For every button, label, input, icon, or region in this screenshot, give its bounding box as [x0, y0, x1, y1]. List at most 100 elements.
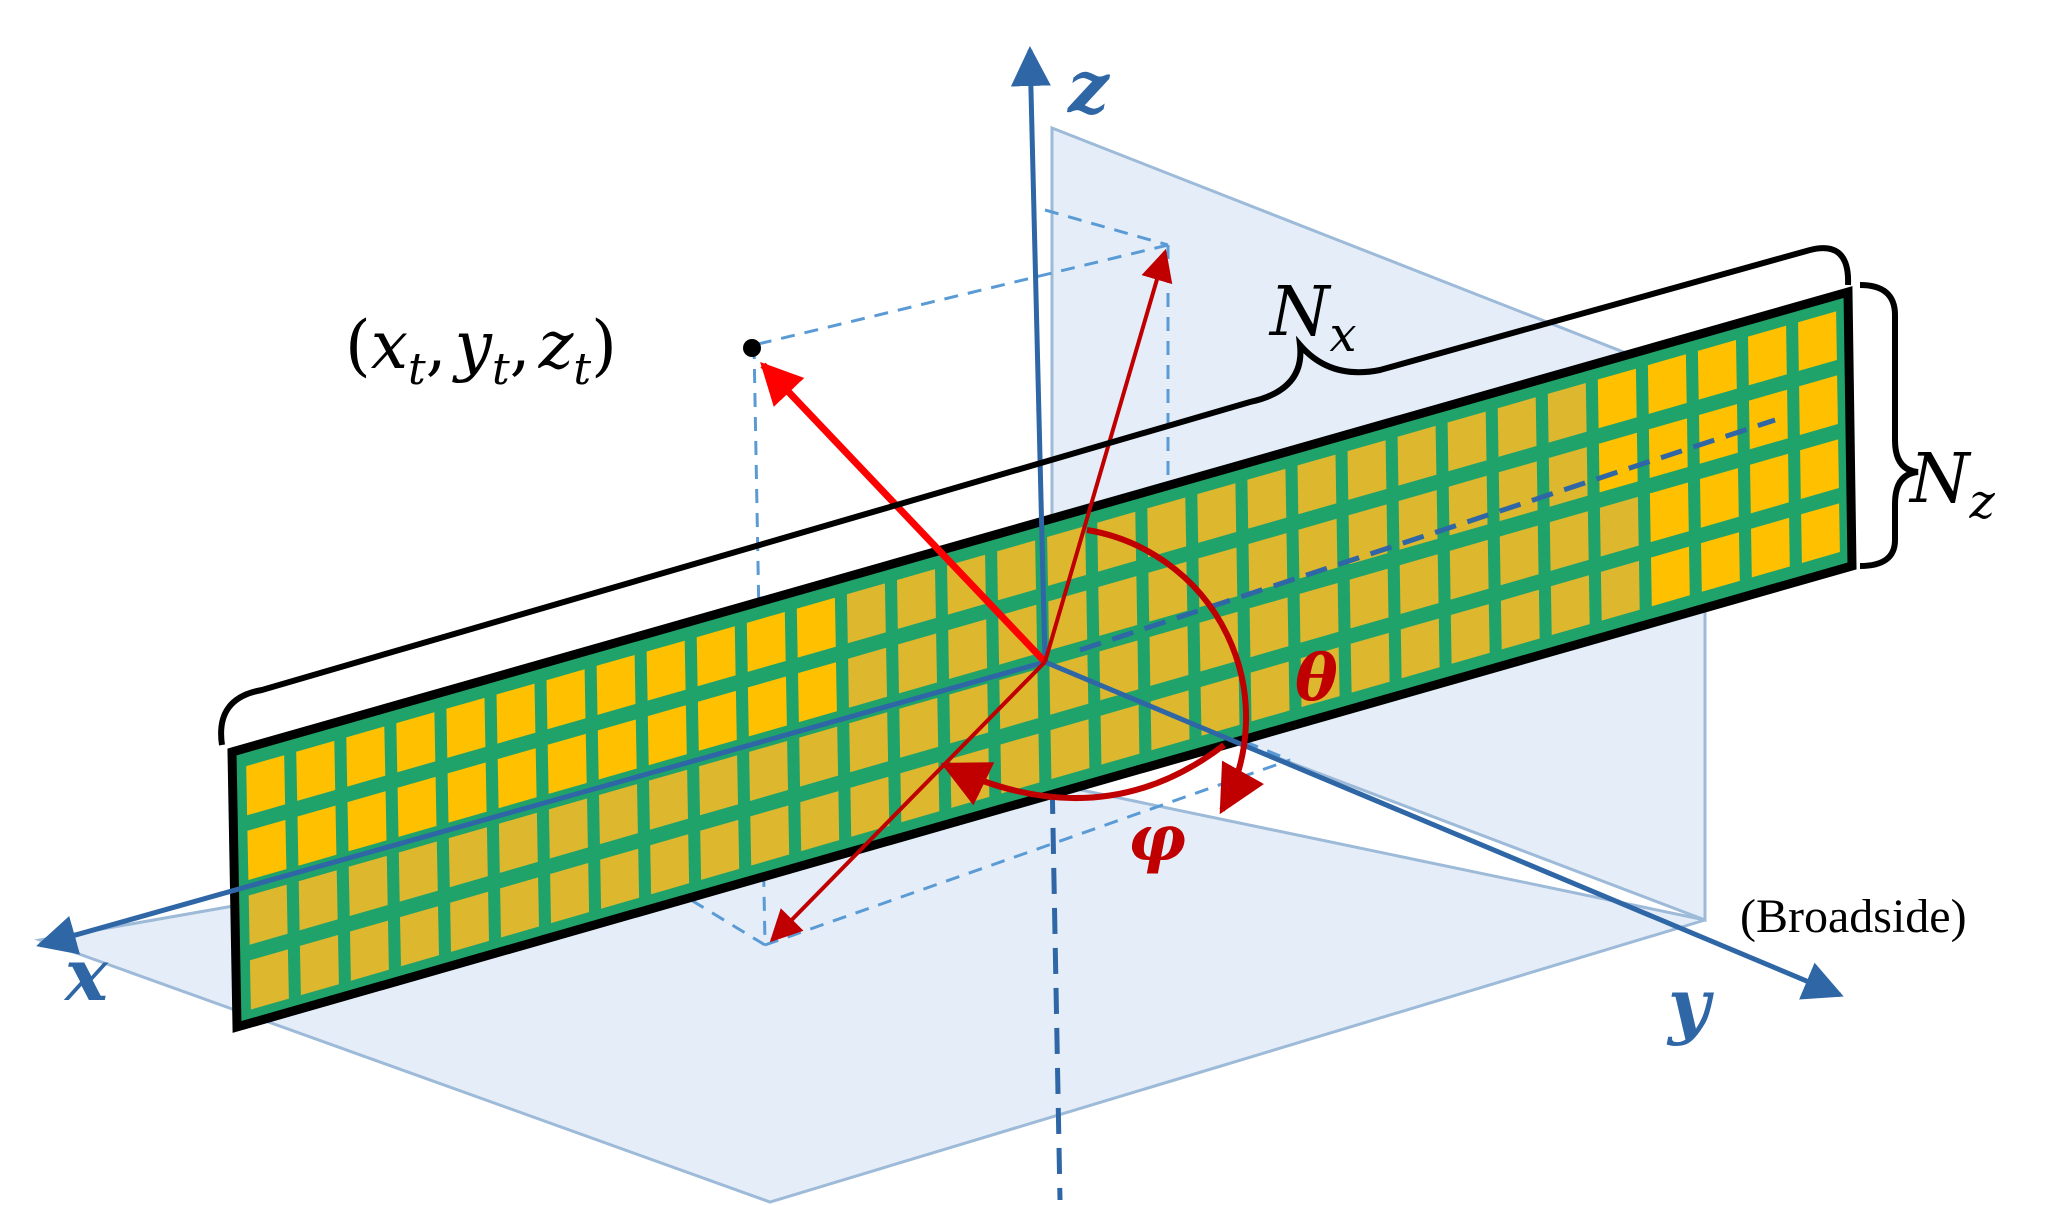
antenna-element — [1748, 325, 1787, 386]
antenna-element — [649, 769, 688, 830]
antenna-element — [446, 697, 486, 758]
z-axis — [1010, 46, 1051, 663]
antenna-element — [548, 798, 588, 859]
antenna-element — [1100, 704, 1140, 765]
antenna-element — [948, 619, 988, 679]
antenna-element — [1400, 618, 1440, 679]
z-axis-label: z — [1066, 44, 1111, 129]
antenna-element — [1247, 468, 1287, 529]
target-point — [743, 339, 761, 357]
phi-arc — [940, 742, 1226, 806]
antenna-element — [1549, 511, 1589, 571]
antenna-element — [1299, 583, 1339, 643]
antenna-element — [247, 819, 287, 880]
antenna-element — [1050, 719, 1090, 779]
antenna-element — [799, 726, 839, 787]
target-coordinate-label: (xt,yt,zt) — [345, 307, 617, 395]
antenna-element — [1298, 518, 1338, 579]
antenna-element — [897, 569, 936, 629]
antenna-element — [1699, 404, 1738, 464]
antenna-element — [550, 863, 590, 924]
antenna-element — [497, 748, 537, 809]
antenna-element — [1649, 482, 1689, 543]
antenna-element — [397, 776, 437, 837]
antenna-element — [1600, 560, 1640, 621]
antenna-element — [1648, 418, 1688, 478]
antenna-element — [1148, 561, 1188, 622]
antenna-element — [1047, 526, 1086, 586]
antenna-element — [696, 626, 736, 687]
antenna-element — [1799, 375, 1838, 435]
antenna-element — [1099, 640, 1139, 701]
antenna-element — [1197, 483, 1237, 543]
y-axis — [1044, 659, 1844, 1000]
antenna-element — [646, 640, 686, 701]
antenna-element — [1497, 397, 1537, 457]
antenna-element — [1597, 368, 1637, 429]
antenna-element — [597, 719, 637, 780]
z-projection-vector — [1043, 248, 1173, 663]
broadside-label: (Broadside) — [1740, 890, 1967, 943]
antenna-element — [1349, 568, 1389, 629]
antenna-element — [697, 690, 737, 751]
antenna-element — [1397, 425, 1437, 486]
antenna-element — [1548, 447, 1588, 507]
antenna-element — [650, 834, 690, 895]
antenna-element — [1398, 490, 1438, 550]
antenna-element — [1000, 733, 1040, 794]
antenna-element — [1651, 546, 1690, 607]
antenna-element — [999, 669, 1039, 730]
antenna-element — [647, 705, 687, 766]
antenna-element — [1200, 676, 1240, 736]
antenna-element — [1350, 632, 1390, 693]
theta-arc — [1086, 527, 1264, 815]
antenna-element — [800, 791, 840, 852]
x-axis — [36, 659, 1046, 955]
antenna-element — [796, 597, 836, 658]
antenna-element — [1150, 690, 1190, 751]
antenna-element — [1147, 497, 1187, 558]
antenna-element — [1447, 411, 1487, 472]
antenna-element — [750, 805, 790, 866]
antenna-element — [699, 755, 738, 816]
antenna-element — [547, 733, 587, 794]
antenna-element — [1149, 626, 1189, 686]
antenna-element — [1697, 340, 1737, 400]
antenna-element — [1547, 383, 1587, 443]
antenna-element — [596, 655, 636, 715]
antenna-element — [997, 540, 1036, 601]
antenna-element — [448, 827, 488, 888]
nz-brace — [1859, 282, 1919, 569]
array-elements — [246, 311, 1840, 1010]
nz-label: Nz — [1908, 440, 1996, 530]
antenna-element — [1449, 539, 1489, 600]
antenna-element — [398, 841, 438, 902]
antenna-element — [1300, 647, 1340, 707]
antenna-element — [848, 647, 887, 708]
antenna-element — [1801, 503, 1840, 563]
antenna-element — [850, 776, 890, 837]
antenna-element — [1700, 468, 1739, 528]
antenna-element — [1297, 454, 1337, 515]
antenna-element — [1701, 532, 1740, 592]
antenna-element — [498, 812, 538, 873]
antenna-element — [447, 762, 487, 823]
antenna-element — [296, 740, 336, 801]
antenna-element — [599, 784, 638, 845]
antenna-element — [898, 633, 937, 694]
theta-label: θ — [1295, 641, 1338, 716]
antenna-element — [347, 791, 387, 852]
antenna-element — [798, 662, 837, 723]
antenna-element — [500, 877, 539, 938]
antenna-element — [749, 741, 788, 801]
antenna-element — [1500, 589, 1540, 650]
antenna-element — [350, 920, 389, 981]
antenna-element — [400, 906, 439, 967]
antenna-element — [246, 755, 286, 816]
antenna-element — [1550, 575, 1590, 635]
antenna-element — [1198, 547, 1238, 608]
phi-label: φ — [1128, 801, 1186, 876]
antenna-element — [346, 726, 386, 787]
antenna-element — [297, 805, 337, 866]
antenna-element — [747, 676, 787, 737]
